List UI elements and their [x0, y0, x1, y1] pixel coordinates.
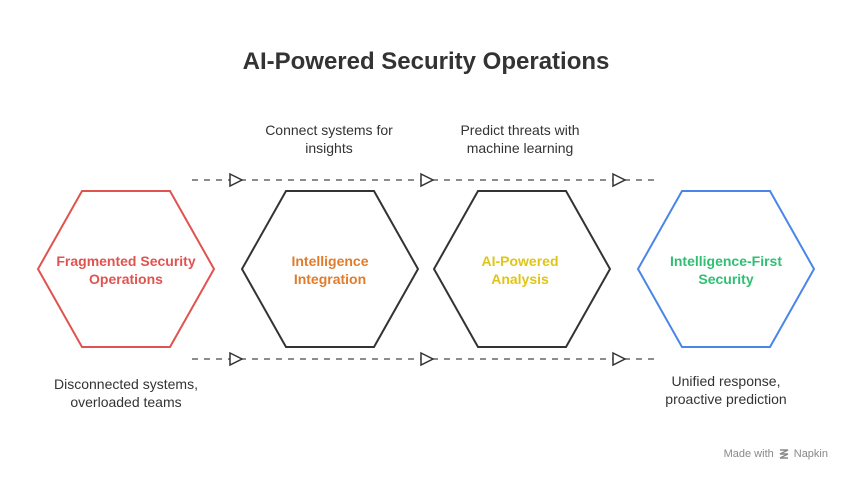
bottom-arrow-2-icon — [420, 351, 435, 367]
stage-hexagon-3 — [432, 190, 612, 348]
stage-label-3: AI-Powered Analysis — [481, 253, 559, 287]
diagram-title: AI-Powered Security Operations — [242, 48, 610, 75]
stage-hexagon-4 — [636, 190, 816, 348]
top-label-2: Predict threats with machine learning — [460, 122, 580, 156]
stage-label-2: Intelligence Integration — [291, 253, 369, 287]
stage-hexagon-1 — [36, 190, 216, 348]
top-label-1: Connect systems for insights — [265, 122, 393, 156]
stage-label-4: Intelligence-First Security — [669, 253, 783, 287]
top-arrow-1-icon — [229, 172, 244, 188]
footer-brand: Napkin — [793, 448, 828, 460]
bottom-label-2: Unified response, proactive prediction — [665, 373, 787, 407]
stage-label-1: Fragmented Security Operations — [56, 253, 196, 287]
napkin-logo-icon — [779, 449, 789, 459]
bottom-arrow-3-icon — [612, 351, 627, 367]
bottom-arrow-1-icon — [229, 351, 244, 367]
stage-hexagon-2 — [240, 190, 420, 348]
top-arrow-2-icon — [420, 172, 435, 188]
top-arrow-3-icon — [612, 172, 627, 188]
footer-text: Made with — [723, 448, 774, 460]
footer-attribution: Made with Napkin — [724, 448, 828, 460]
bottom-label-1: Disconnected systems, overloaded teams — [54, 376, 198, 410]
